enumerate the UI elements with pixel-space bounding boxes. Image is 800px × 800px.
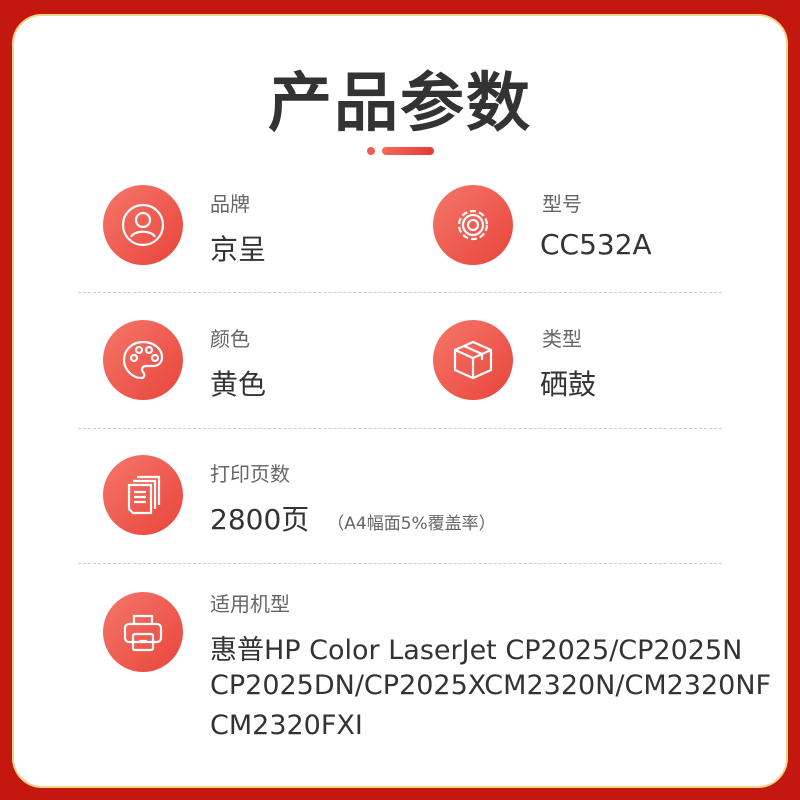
brand-label: 品牌 xyxy=(210,192,250,216)
pages-value: 2800页 （A4幅面5%覆盖率） xyxy=(210,498,496,538)
brand-value: 京呈 xyxy=(210,233,267,266)
compat-line-2: CP2025DN/CP2025XCM2320N/CM2320NF xyxy=(210,670,772,701)
printer-icon xyxy=(103,592,183,672)
page-title: 产品参数 xyxy=(268,67,532,141)
divider xyxy=(78,563,722,564)
palette-icon xyxy=(103,320,183,400)
color-label: 颜色 xyxy=(210,327,250,351)
model-label: 型号 xyxy=(542,192,582,216)
box-icon xyxy=(433,320,513,400)
pages-label: 打印页数 xyxy=(210,462,290,486)
decor-dot xyxy=(367,147,375,155)
pages-count: 2800页 xyxy=(210,503,310,536)
compat-label: 适用机型 xyxy=(210,592,290,616)
type-value: 硒鼓 xyxy=(540,368,597,401)
decor-bar xyxy=(382,147,434,155)
compat-line-1: 惠普HP Color LaserJet CP2025/CP2025N xyxy=(210,635,743,666)
divider xyxy=(78,428,722,429)
pages-icon xyxy=(103,455,183,535)
color-value: 黄色 xyxy=(210,368,267,401)
divider xyxy=(78,292,722,293)
compat-line-3: CM2320FXI xyxy=(210,710,363,741)
pages-note: （A4幅面5%覆盖率） xyxy=(327,514,496,534)
model-value: CC532A xyxy=(540,228,652,261)
gear-icon xyxy=(433,185,513,265)
user-icon xyxy=(103,185,183,265)
type-label: 类型 xyxy=(542,327,582,351)
